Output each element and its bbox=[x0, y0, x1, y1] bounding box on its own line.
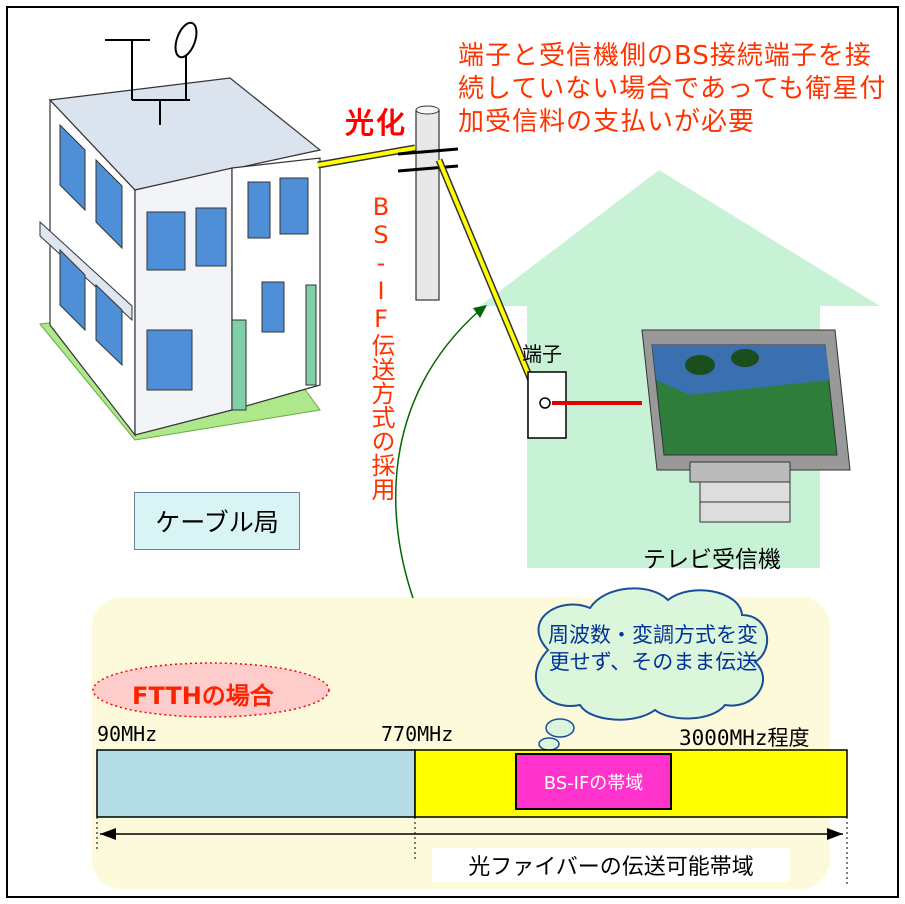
freq-90-label: 90MHz bbox=[97, 722, 158, 746]
tv-receiver-label: テレビ受信機 bbox=[643, 547, 781, 573]
freq-3000-label: 3000MHz程度 bbox=[679, 726, 810, 750]
freq-770-label: 770MHz bbox=[381, 722, 454, 746]
terminal-label: 端子 bbox=[522, 342, 562, 366]
payment-note: 端子と受信機側のBS接続端子を接続していない場合であっても衛星付加受信料の支払い… bbox=[458, 41, 887, 137]
cable-station-label: ケーブル局 bbox=[134, 492, 300, 550]
ftth-case-label: FTTHの場合 bbox=[132, 682, 274, 710]
bs-if-arrow bbox=[395, 309, 481, 599]
hikari-label: 光化 bbox=[345, 106, 408, 140]
fiber-line-building-core bbox=[317, 146, 416, 167]
band-low bbox=[96, 749, 416, 818]
cloud-text: 周波数・変調方式を変更せず、そのまま伝送 bbox=[548, 623, 758, 674]
bs-if-arrow-head bbox=[473, 305, 487, 318]
ftth-badge bbox=[92, 662, 330, 718]
capacity-arrow-right bbox=[827, 828, 843, 840]
capacity-arrow-left bbox=[100, 828, 116, 840]
fiber-capacity-label: 光ファイバーの伝送可能帯域 bbox=[432, 848, 790, 882]
utility-pole bbox=[397, 105, 459, 301]
bs-if-method-note: BS-IF伝送方式の採用 bbox=[367, 193, 395, 501]
terminal-port bbox=[539, 397, 551, 409]
fiber-line-drop-core bbox=[437, 159, 542, 403]
tv-receiver bbox=[641, 329, 851, 523]
cable-station-building bbox=[39, 21, 322, 441]
bs-if-band-label: BS-IFの帯域 bbox=[515, 753, 672, 810]
